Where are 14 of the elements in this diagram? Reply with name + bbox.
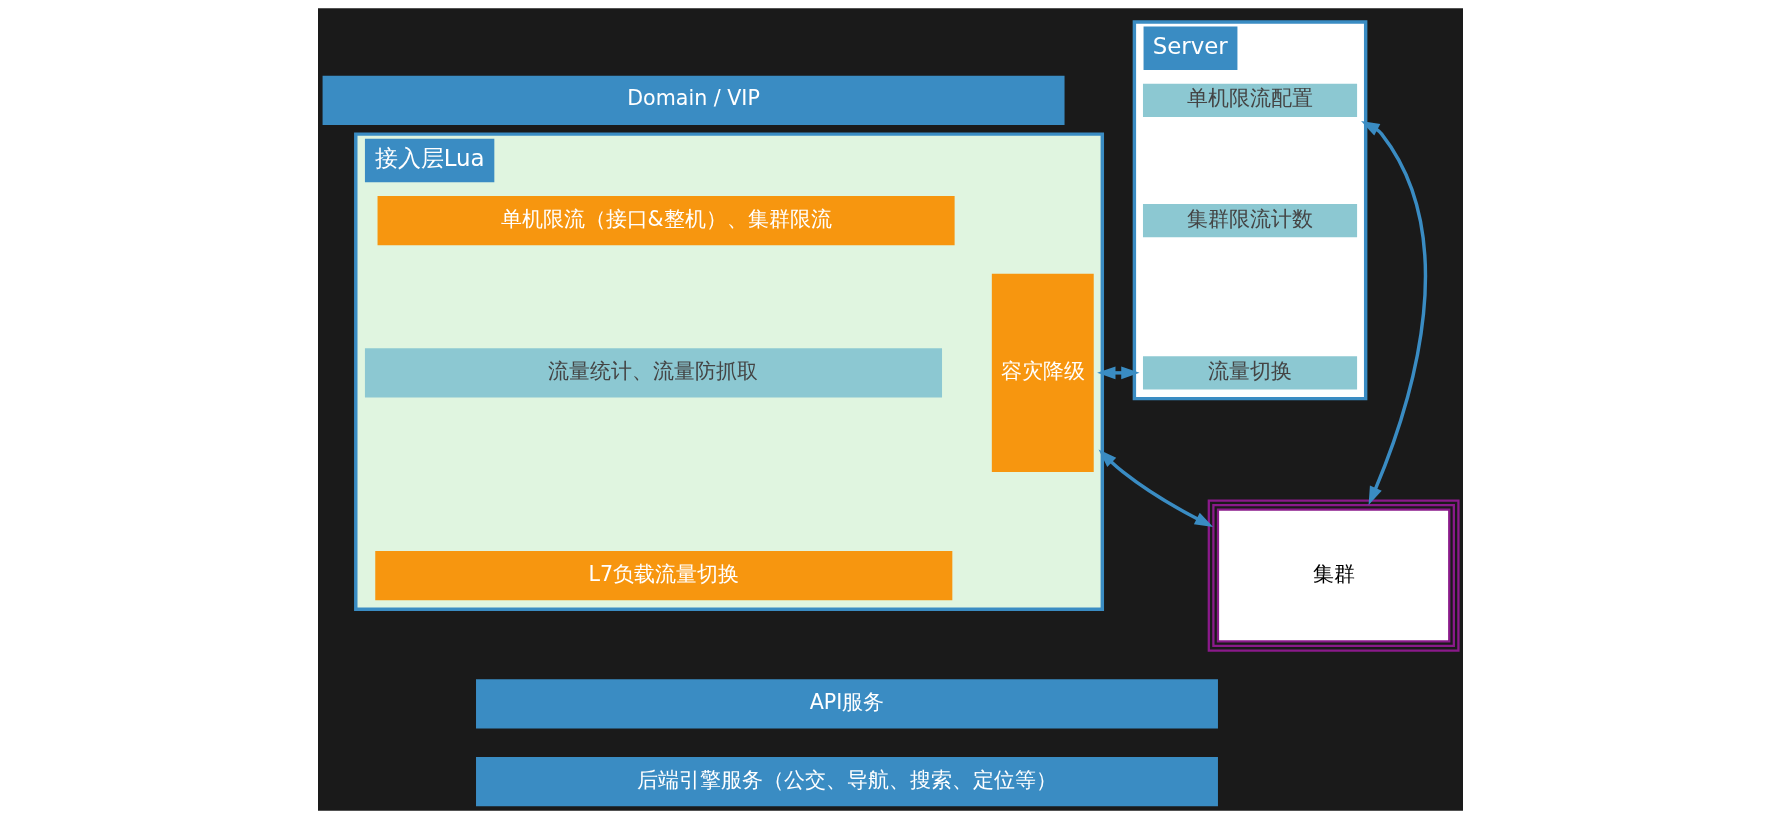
arrow xyxy=(1098,449,1214,527)
node-box: L7负载流量切换 xyxy=(375,550,953,601)
arrow xyxy=(1361,121,1428,506)
node-box: 流量切换 xyxy=(1142,356,1358,390)
node-box: 集群 xyxy=(1207,499,1460,652)
node-box: Domain / VIP xyxy=(322,75,1065,125)
node-box: 单机限流（接口&整机）、集群限流 xyxy=(377,195,955,246)
node-box: API服务 xyxy=(476,679,1218,729)
arrow xyxy=(1097,366,1140,380)
node-box: 容灾降级 xyxy=(991,273,1094,472)
node-box: 集群限流计数 xyxy=(1142,203,1358,238)
node-box: 后端引擎服务（公交、导航、搜索、定位等） xyxy=(476,757,1218,807)
node-box: 单机限流配置 xyxy=(1142,83,1358,117)
node-box: 流量统计、流量防抓取 xyxy=(364,348,943,398)
